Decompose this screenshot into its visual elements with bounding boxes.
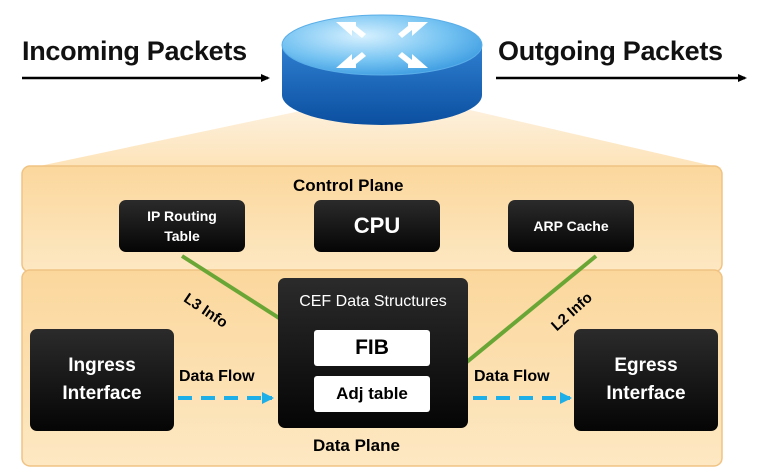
data-flow-right-label: Data Flow (474, 368, 550, 385)
adj-table-box: Adj table (314, 376, 430, 412)
ip-routing-table-box: IP Routing Table (119, 200, 245, 252)
arp-cache-box: ARP Cache (508, 200, 634, 252)
ingress-interface-box: Ingress Interface (30, 329, 174, 431)
fib-box: FIB (314, 330, 430, 366)
cef-title: CEF Data Structures (299, 293, 447, 310)
data-flow-left-label: Data Flow (179, 368, 255, 385)
router-icon (281, 14, 483, 125)
outgoing-packets-label: Outgoing Packets (498, 36, 723, 66)
router-projection (30, 110, 722, 168)
control-plane-title: Control Plane (293, 176, 404, 195)
data-plane-title: Data Plane (313, 436, 400, 455)
incoming-packets-label: Incoming Packets (22, 36, 247, 66)
cpu-box: CPU (314, 200, 440, 252)
egress-interface-box: Egress Interface (574, 329, 718, 431)
